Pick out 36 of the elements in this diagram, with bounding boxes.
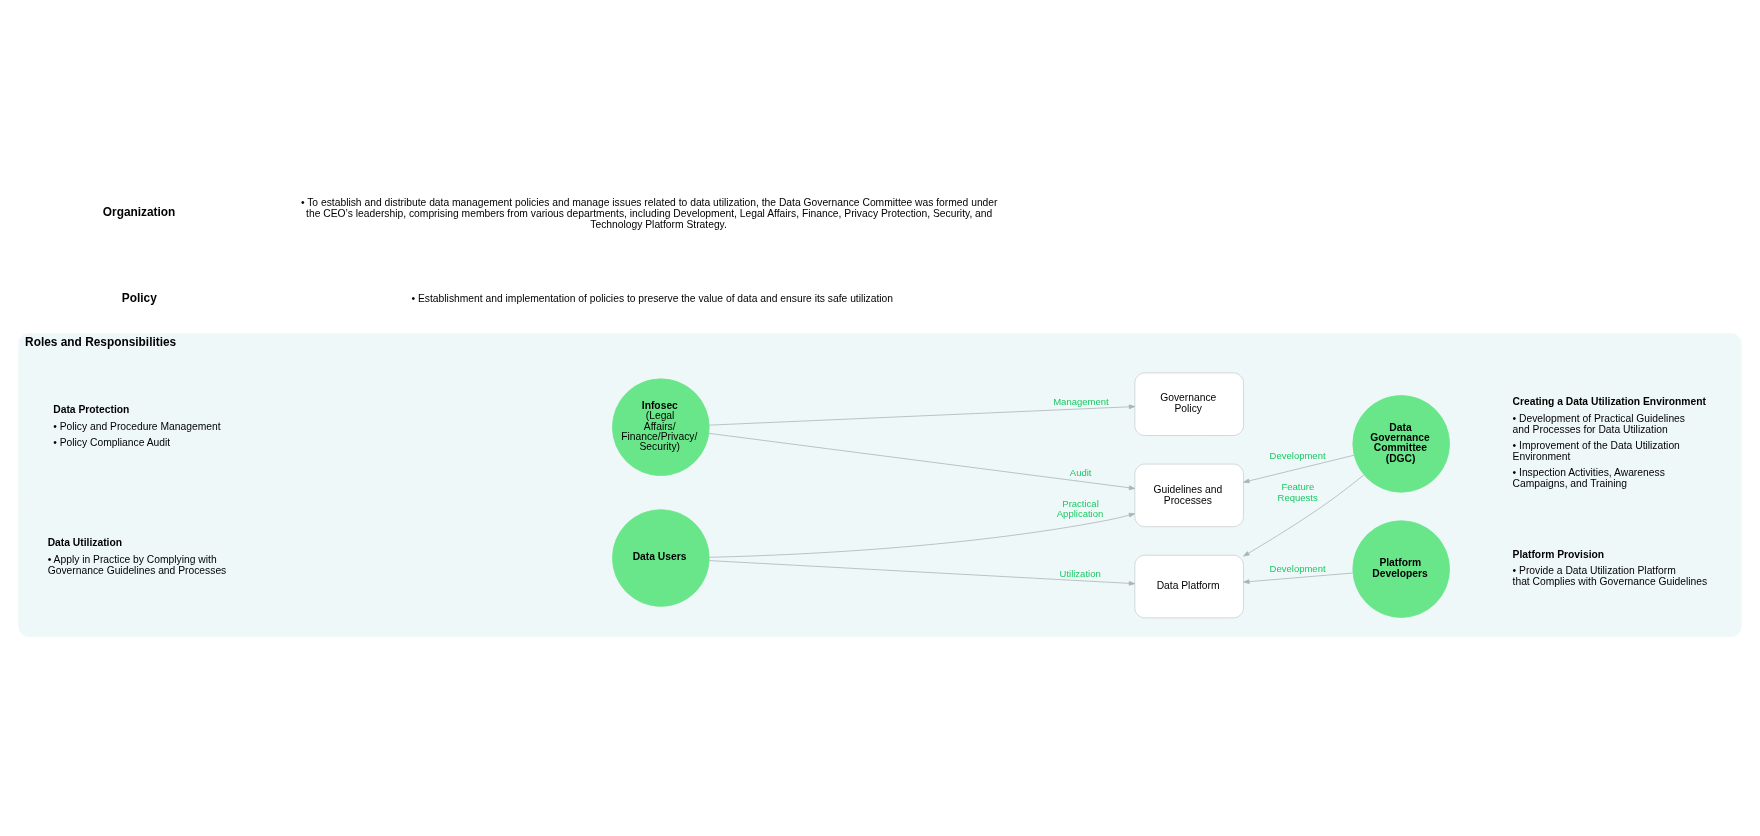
arrow (1243, 473, 1365, 556)
edge-label: Management (1053, 395, 1109, 407)
edge-label: Development (1269, 562, 1326, 574)
label: • To establish and distribute data management policies and manage issues related to data utilization, the Data Governance Committee was formed under the CEO’s leadership, comprising members from various departments, including Development, Legal Affairs, Finance, Privacy Protection, Security, and Technology Platform Strategy. (300, 196, 998, 230)
node-box: Guidelines and Processes (1134, 463, 1244, 527)
label: • Establishment and implementation of policies to preserve the value of data and ensure its safe utilization (411, 292, 894, 304)
node-box: Governance Policy (1134, 372, 1244, 436)
node-label: • Inspection Activities, Awareness Campaigns, and Training (1512, 466, 1665, 489)
label: Policy (121, 290, 157, 305)
edge-label: Audit (1069, 466, 1092, 478)
node-circle: Data Governance Committee (DGC) (1352, 394, 1450, 493)
node-circle: Infosec (Legal Affairs/ Finance/Privacy/ Security) (612, 377, 710, 476)
arrow (1243, 454, 1355, 483)
node-label: • Policy and Procedure Management (53, 420, 221, 432)
arrow (708, 559, 1136, 586)
node-circle: Platform Developers (1352, 519, 1450, 618)
edge-label: Feature Requests (1277, 480, 1318, 503)
node-label: Data Protection (53, 403, 130, 415)
node-circle: Data Users (612, 508, 710, 607)
node-label: Data Utilization (47, 536, 123, 548)
edge-label: Practical Application (1056, 497, 1104, 519)
label: Organization (102, 204, 176, 219)
node-label: • Apply in Practice by Complying with Governance Guidelines and Processes (47, 553, 227, 576)
node-label: Platform Provision (1512, 548, 1605, 560)
node-box: Data Platform (1134, 554, 1244, 618)
arrow (708, 432, 1136, 490)
node-label: • Policy Compliance Audit (53, 436, 171, 448)
node-label: • Improvement of the Data Utilization Environment (1512, 439, 1680, 462)
arrow (1243, 572, 1354, 584)
node-label: • Development of Practical Guidelines and Processes for Data Utilization (1512, 412, 1686, 435)
node-label: • Provide a Data Utilization Platform that Complies with Governance Guidelines (1512, 564, 1708, 587)
edge-label: Development (1269, 449, 1326, 461)
edge-label: Utilization (1059, 567, 1101, 579)
arrow (709, 512, 1136, 558)
arrow (708, 403, 1136, 426)
node-label: Creating a Data Utilization Environment (1512, 395, 1706, 407)
